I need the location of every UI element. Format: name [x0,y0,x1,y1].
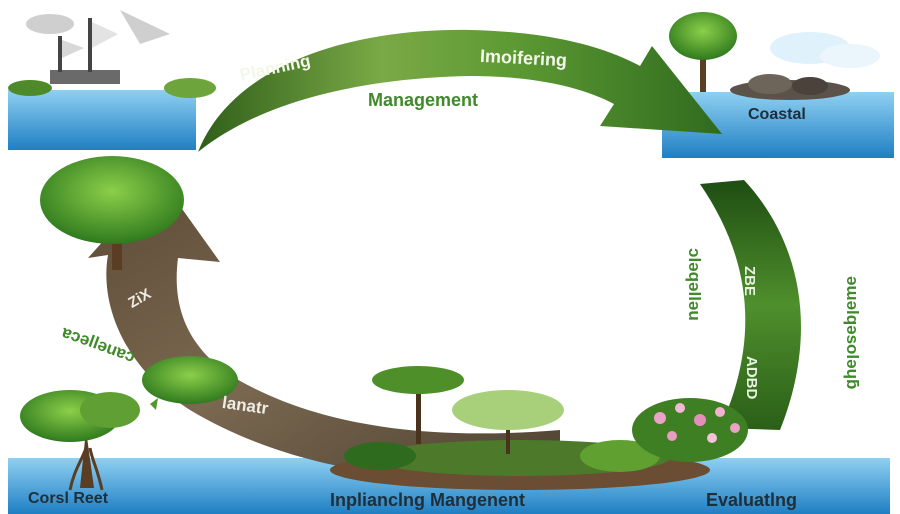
tree-icon [452,390,564,454]
cloud-icon [26,14,74,34]
flowering-bush-icon [632,398,748,462]
label-right-arrow-low: ADBD [743,356,760,400]
grass-tuft-icon [8,78,216,98]
mangrove-icon [20,390,140,491]
label-management: Management [368,90,479,110]
label-right-side: ɔlǝqǝllǝu [685,248,704,321]
tree-icon [40,156,184,270]
rock-island-icon [730,74,850,100]
bottom-earth-arrow [88,178,560,479]
label-monitoring: Imoifering [479,45,568,71]
pointer-marker [150,398,158,410]
label-right-far: ǝɯǝlqǝsolǝɥƃ [843,276,862,390]
tree-icon [372,366,464,444]
water-top-left [8,90,196,150]
label-implementing: Inplianclng Mangenent [330,490,526,510]
tree-icon [669,12,737,92]
right-arrow [700,180,801,430]
label-evaluating: Evaluatlng [706,490,798,510]
label-coral-reef: Corsl Reet [28,490,109,507]
shrub-icon [142,356,238,404]
top-arrow [198,29,722,152]
shrub-icon [344,440,660,472]
label-right-arrow-mid: ZBE [741,266,758,296]
sailing-ship-icon [26,10,170,84]
cloud-icon [770,32,880,68]
label-coastal: Coastal [748,106,806,123]
